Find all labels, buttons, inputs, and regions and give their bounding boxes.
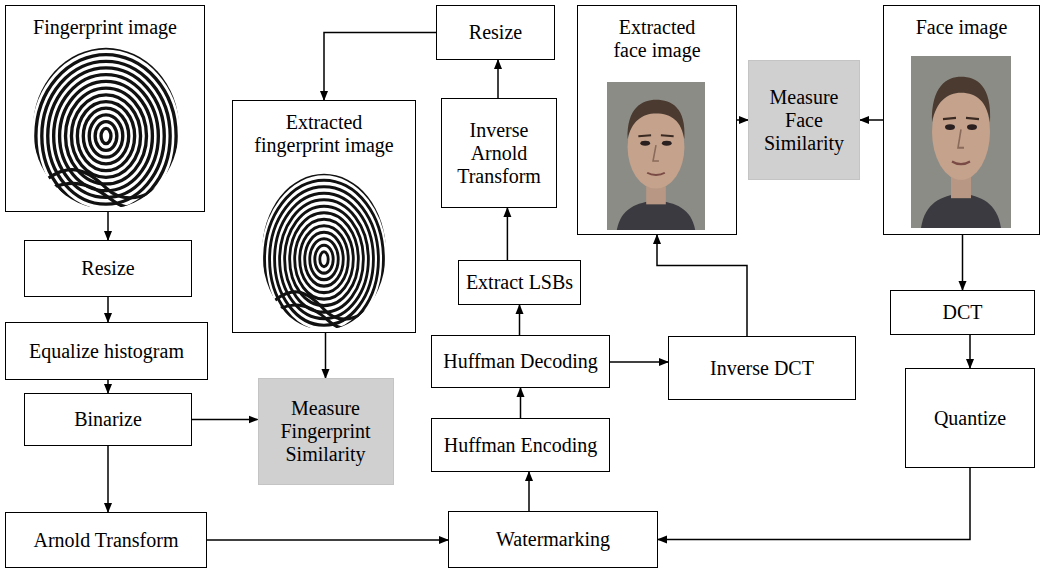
flow-arrow: [520, 388, 522, 418]
flow-arrow: [507, 208, 509, 260]
node-label: Fingerprint image: [33, 16, 177, 39]
node-label: Measure Face Similarity: [756, 86, 852, 155]
process-box: Huffman Decoding: [431, 335, 610, 388]
process-box: Binarize: [24, 393, 192, 446]
node-label: Extracted face image: [602, 16, 712, 62]
node-label: Watermarking: [496, 528, 610, 551]
face-photo: [607, 82, 705, 230]
node-label: Extracted fingerprint image: [244, 111, 404, 157]
node-label: Resize: [469, 21, 522, 44]
flow-arrow: [519, 305, 521, 335]
image-panel: Fingerprint image: [5, 5, 205, 212]
flow-arrow: [107, 212, 109, 240]
flow-arrow: [528, 472, 530, 511]
flow-arrow: [324, 33, 436, 101]
fingerprint-picture: [254, 167, 393, 351]
process-box: Quantize: [905, 368, 1035, 468]
node-label: Face image: [916, 16, 1008, 39]
flow-arrow: [658, 468, 970, 540]
process-box: Huffman Encoding: [431, 418, 610, 472]
node-label: Extract LSBs: [466, 271, 573, 294]
process-box: DCT: [890, 290, 1035, 335]
node-label: DCT: [943, 301, 983, 324]
node-label: Binarize: [74, 408, 142, 431]
node-label: Resize: [81, 257, 134, 280]
node-label: Huffman Encoding: [444, 434, 598, 457]
flow-arrow: [107, 380, 109, 393]
flow-arrow: [192, 419, 258, 421]
process-box: Inverse Arnold Transform: [441, 98, 557, 208]
process-box: Watermarking: [448, 511, 658, 568]
image-panel: Face image: [883, 5, 1040, 235]
flow-arrow: [969, 335, 971, 368]
flow-arrow: [325, 333, 327, 378]
node-label: Equalize histogram: [29, 340, 184, 363]
flow-arrow: [737, 119, 748, 121]
node-label: Inverse DCT: [710, 357, 814, 380]
node-label: Measure Fingerprint Similarity: [266, 397, 386, 466]
process-box: Inverse DCT: [668, 336, 856, 400]
process-box: Arnold Transform: [5, 512, 207, 568]
fingerprint-picture: [24, 41, 188, 231]
flow-arrow: [610, 361, 668, 363]
process-box: Extract LSBs: [458, 260, 581, 305]
flow-arrow: [657, 235, 747, 336]
similarity-box: Measure Fingerprint Similarity: [258, 378, 394, 485]
process-box: Resize: [436, 5, 555, 60]
flow-arrow: [107, 446, 109, 512]
process-box: Resize: [24, 240, 192, 297]
flow-arrow: [497, 60, 499, 98]
flow-arrow: [860, 119, 883, 121]
node-label: Inverse Arnold Transform: [449, 119, 549, 188]
face-photo: [911, 56, 1011, 228]
flow-arrow: [107, 297, 109, 322]
flow-arrow: [962, 235, 964, 290]
node-label: Huffman Decoding: [443, 350, 598, 373]
process-box: Equalize histogram: [5, 322, 208, 380]
similarity-box: Measure Face Similarity: [748, 60, 860, 180]
image-panel: Extracted fingerprint image: [232, 100, 416, 333]
flow-arrow: [207, 539, 448, 541]
node-label: Arnold Transform: [33, 529, 178, 552]
node-label: Quantize: [934, 407, 1006, 430]
image-panel: Extracted face image: [577, 5, 737, 235]
